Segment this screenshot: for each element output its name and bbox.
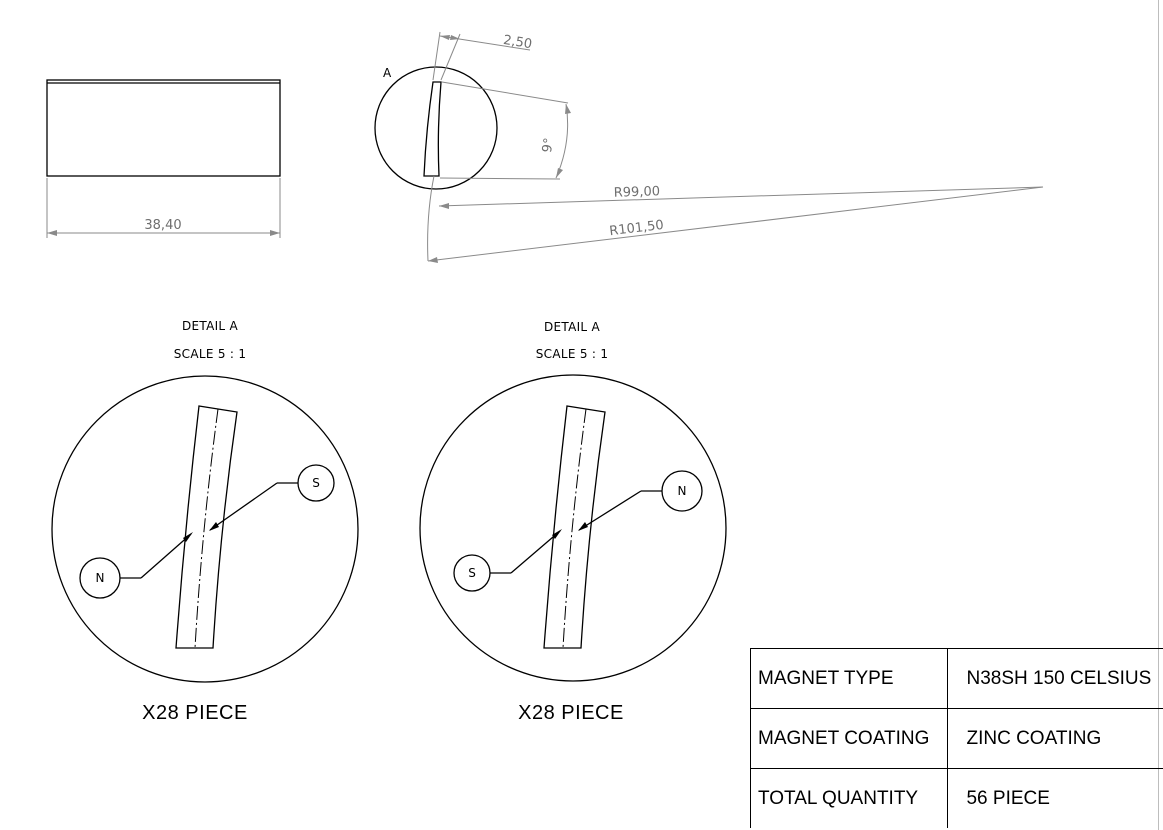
outer-radius-label: R101,50 xyxy=(609,218,665,239)
detail-2-scale: SCALE 5 : 1 xyxy=(536,347,609,361)
magnet-segment-profile xyxy=(423,81,442,177)
total-quantity-label: TOTAL QUANTITY xyxy=(749,768,949,828)
table-row: TOTAL QUANTITY 56 PIECE xyxy=(749,768,1163,828)
radius-dimensions: R99,00 R101,50 xyxy=(427,175,1044,263)
front-view: 38,40 xyxy=(46,79,281,238)
sheet-border xyxy=(1158,0,1159,830)
thickness-dimension: 2,50 xyxy=(432,31,533,81)
detail-2-centerline xyxy=(562,408,587,649)
detail-2-quantity-label: X28 PIECE xyxy=(518,702,624,724)
detail-1-right-pole-label: S xyxy=(312,476,320,490)
top-view: A 2,50 9° R99,00 R101, xyxy=(374,31,1044,263)
detail-circle-a xyxy=(374,66,498,190)
angle-dimension-label: 9° xyxy=(540,137,557,154)
table-row: MAGNET COATING ZINC COATING xyxy=(749,708,1163,769)
detail-2-right-pole-label: N xyxy=(678,484,687,498)
detail-2-right-pole-balloon xyxy=(661,470,703,512)
detail-2-title: DETAIL A xyxy=(544,320,601,334)
detail-2-magnet-outline xyxy=(543,405,606,649)
detail-1-circle xyxy=(51,375,359,683)
magnet-coating-value: ZINC COATING xyxy=(947,708,1163,769)
table-row: MAGNET TYPE N38SH 150 CELSIUS xyxy=(749,648,1163,709)
width-dimension: 38,40 xyxy=(46,178,281,238)
detail-1-left-pole-balloon xyxy=(79,557,121,599)
spec-table: MAGNET TYPE N38SH 150 CELSIUS MAGNET COA… xyxy=(749,648,1163,828)
width-dimension-label: 38,40 xyxy=(144,218,181,233)
detail-1-magnet-outline xyxy=(175,405,238,649)
detail-1-right-pole-balloon xyxy=(297,464,335,502)
detail-view-2: DETAIL A SCALE 5 : 1 S N X28 PIECE xyxy=(419,320,727,724)
detail-2-circle xyxy=(419,374,727,682)
detail-2-left-pole-label: S xyxy=(468,566,476,580)
detail-marker-label: A xyxy=(383,66,392,80)
detail-1-quantity-label: X28 PIECE xyxy=(142,702,248,724)
detail-1-left-pole-label: N xyxy=(96,571,105,585)
detail-1-title: DETAIL A xyxy=(182,319,239,333)
inner-radius-label: R99,00 xyxy=(614,184,661,200)
detail-view-1: DETAIL A SCALE 5 : 1 N S X28 PIECE xyxy=(51,319,359,724)
detail-1-scale: SCALE 5 : 1 xyxy=(174,347,247,361)
magnet-type-value: N38SH 150 CELSIUS xyxy=(947,648,1163,709)
angle-dimension: 9° xyxy=(439,81,571,180)
total-quantity-value: 56 PIECE xyxy=(947,768,1163,828)
magnet-type-label: MAGNET TYPE xyxy=(749,648,949,709)
front-view-outline xyxy=(46,79,281,177)
detail-2-left-pole-balloon xyxy=(453,554,491,592)
detail-1-centerline xyxy=(194,408,219,649)
magnet-coating-label: MAGNET COATING xyxy=(749,708,949,769)
thickness-dimension-label: 2,50 xyxy=(502,33,533,52)
